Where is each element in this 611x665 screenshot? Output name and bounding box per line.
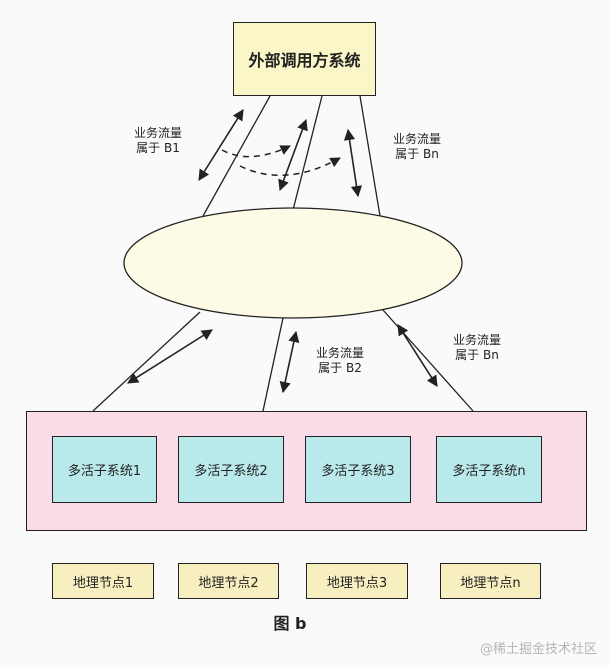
subsystem-box-1: 多活子系统1 bbox=[52, 436, 157, 503]
traffic-label-line: 属于 Bn bbox=[395, 147, 439, 161]
traffic-label-line: 业务流量 bbox=[393, 132, 442, 146]
geo-node-2: 地理节点2 bbox=[178, 563, 279, 599]
traffic-label-top-right: 业务流量 属于 Bn bbox=[393, 132, 441, 162]
dashed-flow-2 bbox=[239, 157, 341, 177]
external-system-label: 外部调用方系统 bbox=[248, 51, 361, 70]
traffic-label-line: 业务流量 bbox=[453, 333, 502, 347]
traffic-label-bottom-right: 业务流量 属于 Bn bbox=[453, 333, 501, 363]
traffic-label-line: 属于 Bn bbox=[455, 348, 499, 362]
traffic-label-line: 业务流量 bbox=[134, 126, 183, 140]
link-external-ellipse-3 bbox=[359, 95, 381, 217]
geo-node-1: 地理节点1 bbox=[52, 563, 154, 599]
geo-node-3: 地理节点3 bbox=[306, 563, 408, 599]
link-external-ellipse-2 bbox=[292, 95, 323, 211]
geo-node-label: 地理节点3 bbox=[326, 575, 388, 591]
subsystem-label: 多活子系统n bbox=[452, 464, 526, 479]
external-system-box: 外部调用方系统 bbox=[233, 22, 376, 96]
arrow-left-bottom bbox=[127, 329, 213, 384]
geo-node-n: 地理节点n bbox=[440, 563, 541, 599]
geo-node-label: 地理节点n bbox=[460, 575, 521, 591]
subsystem-box-n: 多活子系统n bbox=[436, 436, 542, 503]
subsystem-label: 多活子系统1 bbox=[67, 464, 142, 479]
subsystem-box-2: 多活子系统2 bbox=[178, 436, 284, 503]
arrow-middle-top bbox=[278, 118, 308, 192]
traffic-label-line: 属于 B2 bbox=[318, 361, 362, 375]
traffic-label-bottom-middle: 业务流量 属于 B2 bbox=[316, 346, 364, 376]
subsystem-label: 多活子系统2 bbox=[194, 464, 268, 479]
geo-node-label: 地理节点1 bbox=[72, 575, 134, 591]
arrow-bn-top bbox=[343, 128, 363, 198]
link-ellipse-container-2 bbox=[262, 317, 284, 412]
geo-node-label: 地理节点2 bbox=[198, 575, 259, 591]
link-ellipse-container-1 bbox=[92, 311, 201, 412]
subsystem-label: 多活子系统3 bbox=[321, 464, 395, 479]
figure-caption: 图 b bbox=[273, 614, 307, 633]
traffic-label-line: 属于 B1 bbox=[136, 141, 180, 155]
watermark: @稀土掘金技术社区 bbox=[479, 642, 597, 657]
routing-ellipse bbox=[123, 207, 463, 319]
arrow-bn-bottom bbox=[397, 324, 438, 387]
arrow-b2-bottom bbox=[279, 330, 300, 394]
arrow-b1-top bbox=[198, 109, 244, 181]
traffic-label-top-left: 业务流量 属于 B1 bbox=[134, 126, 182, 156]
traffic-label-line: 业务流量 bbox=[316, 346, 365, 360]
dashed-flow-1 bbox=[221, 145, 291, 158]
subsystem-box-3: 多活子系统3 bbox=[305, 436, 411, 503]
